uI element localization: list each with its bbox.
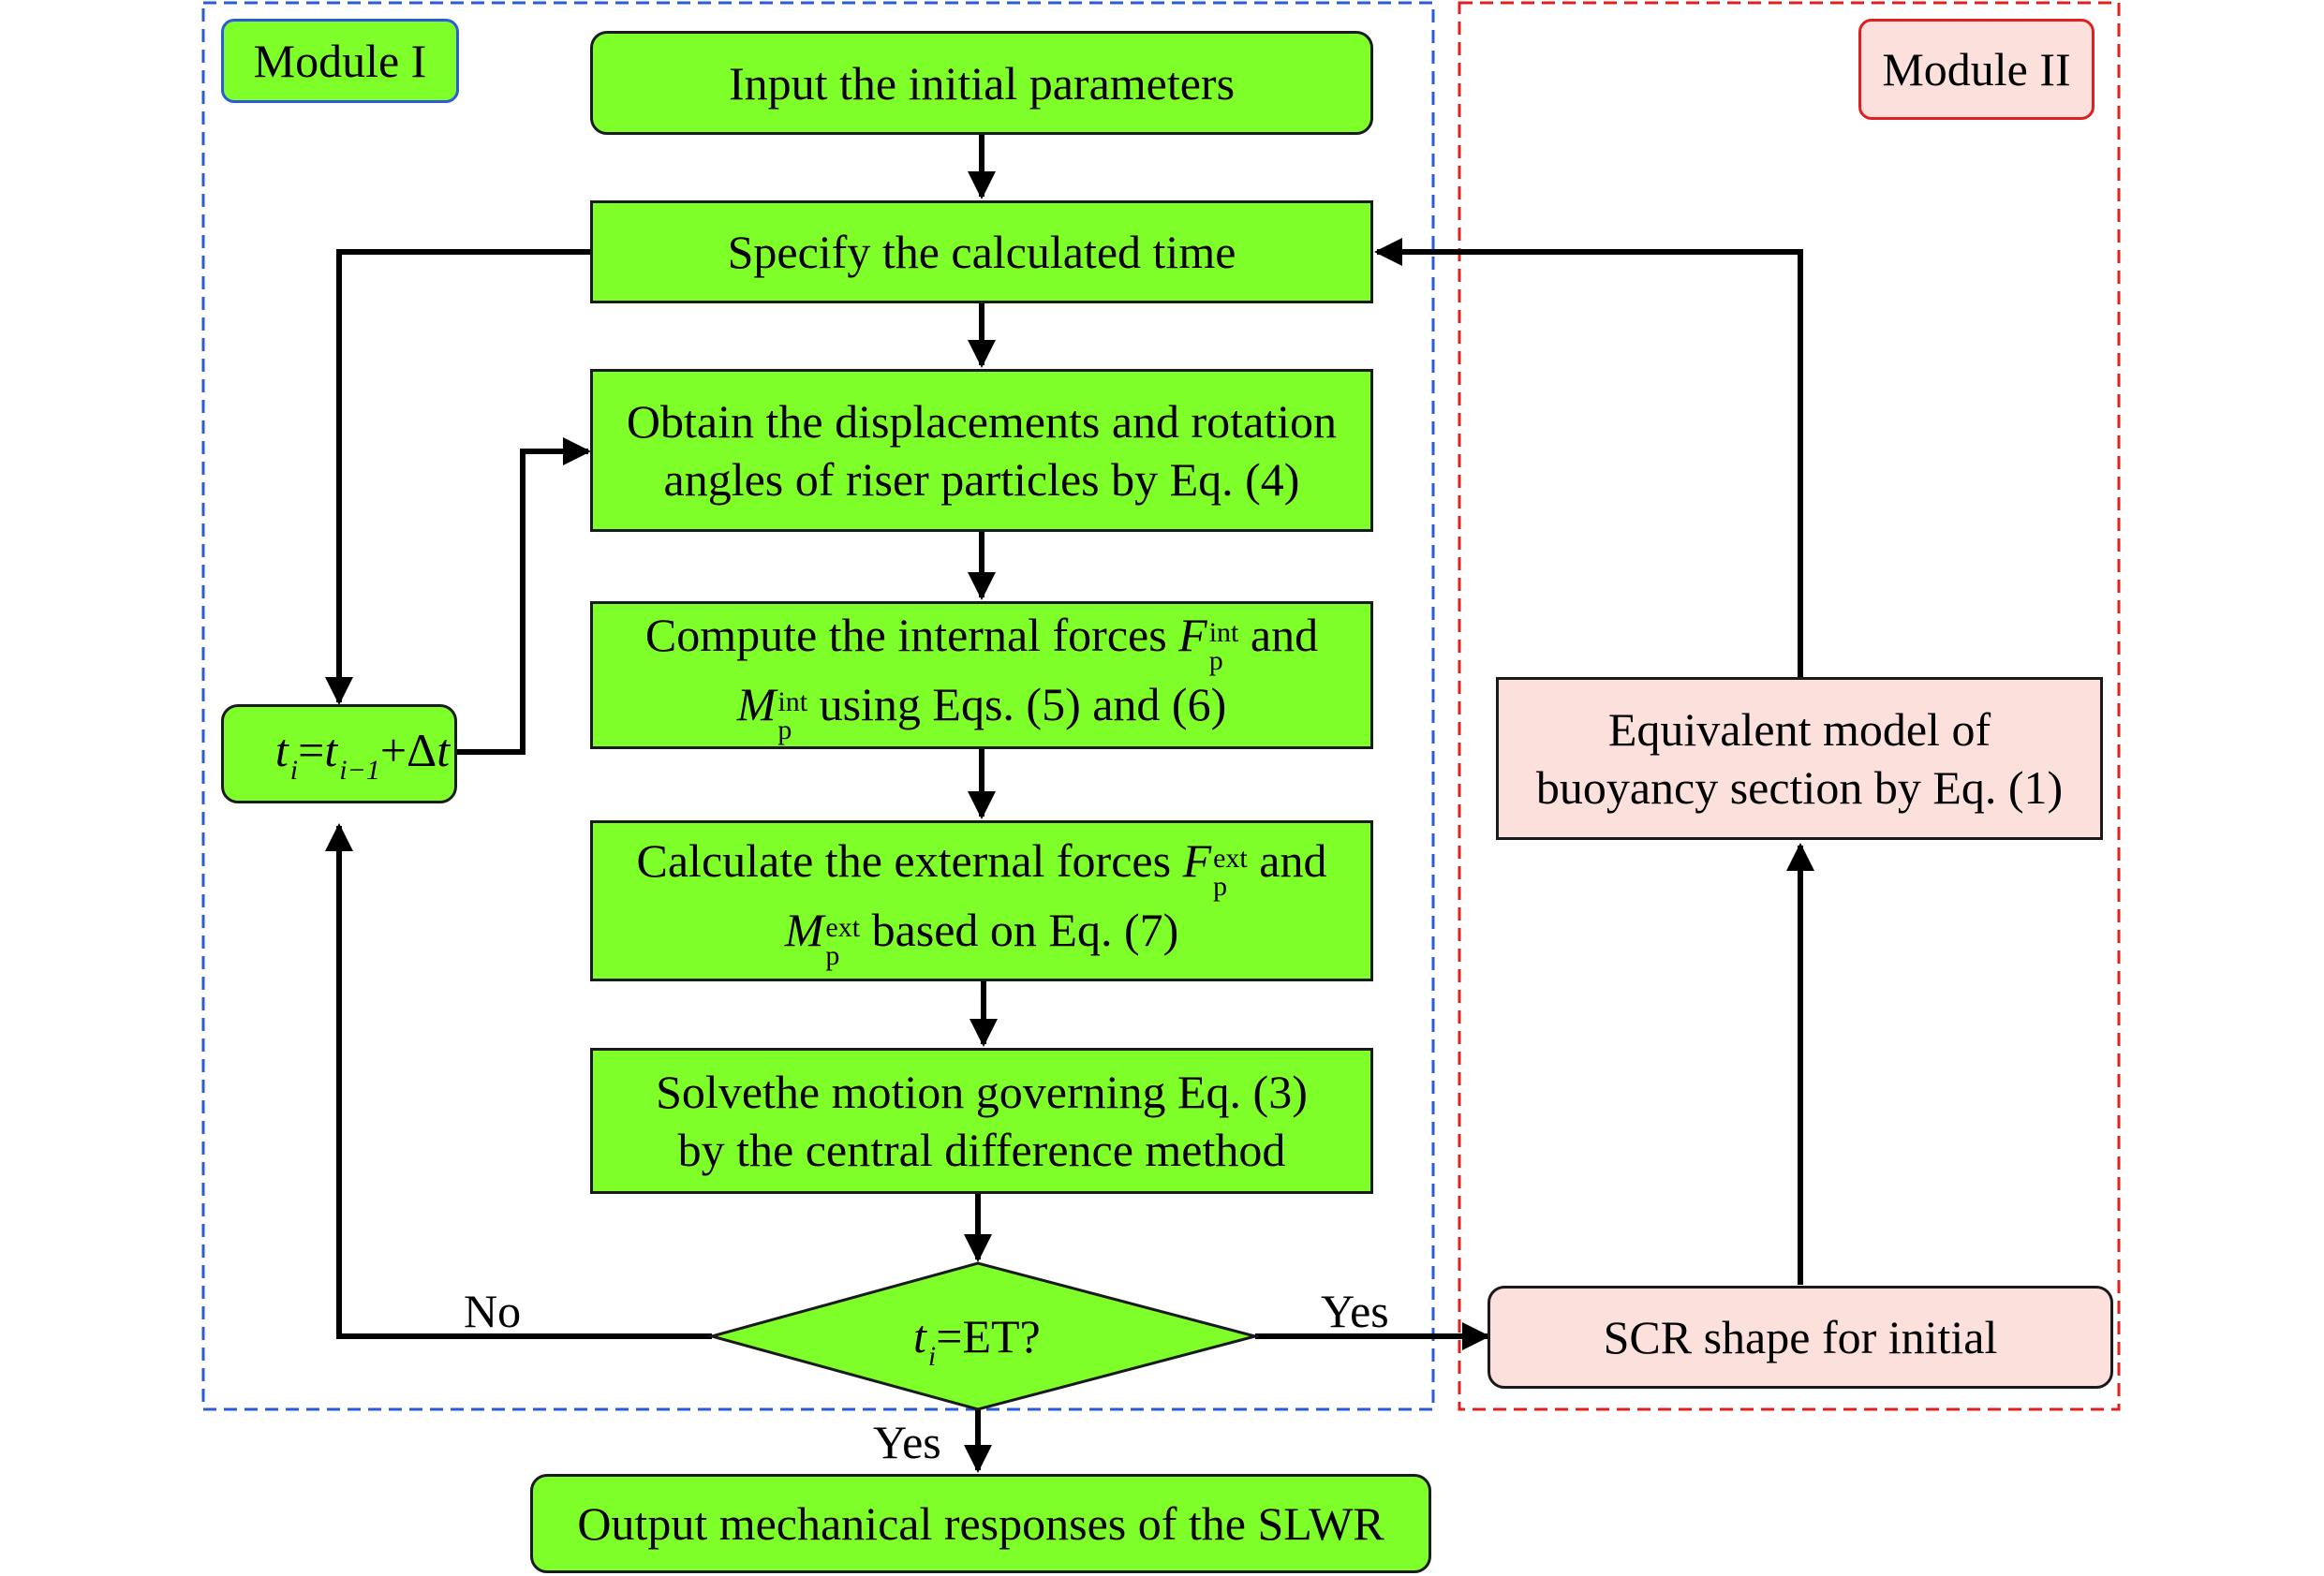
compute-post1-text: and bbox=[1238, 609, 1319, 661]
yes-down-label: Yes bbox=[873, 1416, 941, 1468]
compute-sym-m: M bbox=[736, 678, 777, 730]
scr-shape-text: SCR shape for initial bbox=[1603, 1311, 1998, 1363]
yes-right-label: Yes bbox=[1321, 1285, 1389, 1337]
output-text: Output mechanical responses of the SLWR bbox=[577, 1497, 1384, 1550]
obtain-line2: angles of riser particles by Eq. (4) bbox=[663, 453, 1300, 506]
calc-post2-text: based on Eq. (7) bbox=[860, 904, 1179, 956]
calc-sym-f: F bbox=[1182, 834, 1212, 887]
compute-sub-f: p bbox=[1208, 645, 1223, 676]
compute-sym-f: F bbox=[1178, 609, 1207, 661]
module2-frame bbox=[1458, 1, 2121, 1411]
solve-box: Solvethe motion governing Eq. (3) by the… bbox=[590, 1048, 1373, 1194]
update-plus-delta: +Δ bbox=[379, 724, 437, 776]
compute-sup-f: int bbox=[1208, 617, 1239, 648]
solve-line1: Solvethe motion governing Eq. (3) bbox=[656, 1066, 1308, 1118]
arrow-update-to-obtain bbox=[457, 437, 591, 755]
equivalent-line2: buoyancy section by Eq. (1) bbox=[1535, 761, 2064, 814]
calc-pre-text: Calculate the external forces bbox=[636, 834, 1183, 887]
decision-text: ti=ET? bbox=[913, 1310, 1041, 1372]
specify-time-box: Specify the calculated time bbox=[590, 200, 1373, 303]
obtain-line1: Obtain the displacements and rotation bbox=[626, 395, 1338, 448]
calc-sym-m: M bbox=[784, 904, 824, 956]
calc-sup-m: ext bbox=[825, 912, 861, 943]
module2-label: Module II bbox=[1882, 43, 2071, 96]
decision-rest: =ET? bbox=[936, 1310, 1041, 1362]
arrow-equivalent-to-specify bbox=[1374, 238, 1803, 677]
decision-sub: i bbox=[927, 1341, 937, 1372]
solve-line2: by the central difference method bbox=[677, 1124, 1286, 1176]
scr-shape-box: SCR shape for initial bbox=[1488, 1286, 2113, 1389]
compute-sup-m: int bbox=[777, 686, 808, 717]
decision-t: t bbox=[913, 1310, 926, 1362]
update-t2: t bbox=[324, 724, 338, 776]
equivalent-line1: Equivalent model of bbox=[1607, 703, 1991, 756]
calc-sub-f: p bbox=[1213, 871, 1228, 902]
update-sub2: i−1 bbox=[339, 755, 380, 786]
specify-time-text: Specify the calculated time bbox=[727, 226, 1236, 278]
arrow-specify-to-update bbox=[325, 249, 590, 705]
compute-sub-m: p bbox=[777, 714, 792, 745]
update-sub1: i bbox=[289, 755, 299, 786]
output-box: Output mechanical responses of the SLWR bbox=[530, 1474, 1431, 1573]
update-eq: = bbox=[298, 724, 325, 776]
module2-tag: Module II bbox=[1858, 19, 2095, 120]
time-update-box: ti=ti−1+Δt bbox=[221, 704, 457, 803]
equivalent-model-box: Equivalent model of buoyancy section by … bbox=[1496, 677, 2103, 840]
calc-post1-text: and bbox=[1247, 834, 1327, 887]
decision-diamond bbox=[706, 1261, 1261, 1411]
input-box: Input the initial parameters bbox=[590, 31, 1373, 135]
update-t1: t bbox=[274, 724, 289, 776]
compute-post2-text: using Eqs. (5) and (6) bbox=[807, 678, 1227, 730]
arrow-no-to-update bbox=[325, 823, 712, 1339]
calc-sup-f: ext bbox=[1213, 843, 1248, 874]
no-label: No bbox=[464, 1285, 522, 1337]
input-text: Input the initial parameters bbox=[728, 56, 1236, 110]
module1-label: Module I bbox=[253, 35, 427, 87]
obtain-box: Obtain the displacements and rotation an… bbox=[590, 369, 1373, 532]
compute-pre-text: Compute the internal forces bbox=[644, 609, 1179, 661]
calc-sub-m: p bbox=[825, 940, 840, 971]
module1-tag: Module I bbox=[221, 19, 459, 103]
update-t3: t bbox=[437, 724, 451, 776]
time-update-text: ti=ti−1+Δt bbox=[229, 663, 450, 845]
